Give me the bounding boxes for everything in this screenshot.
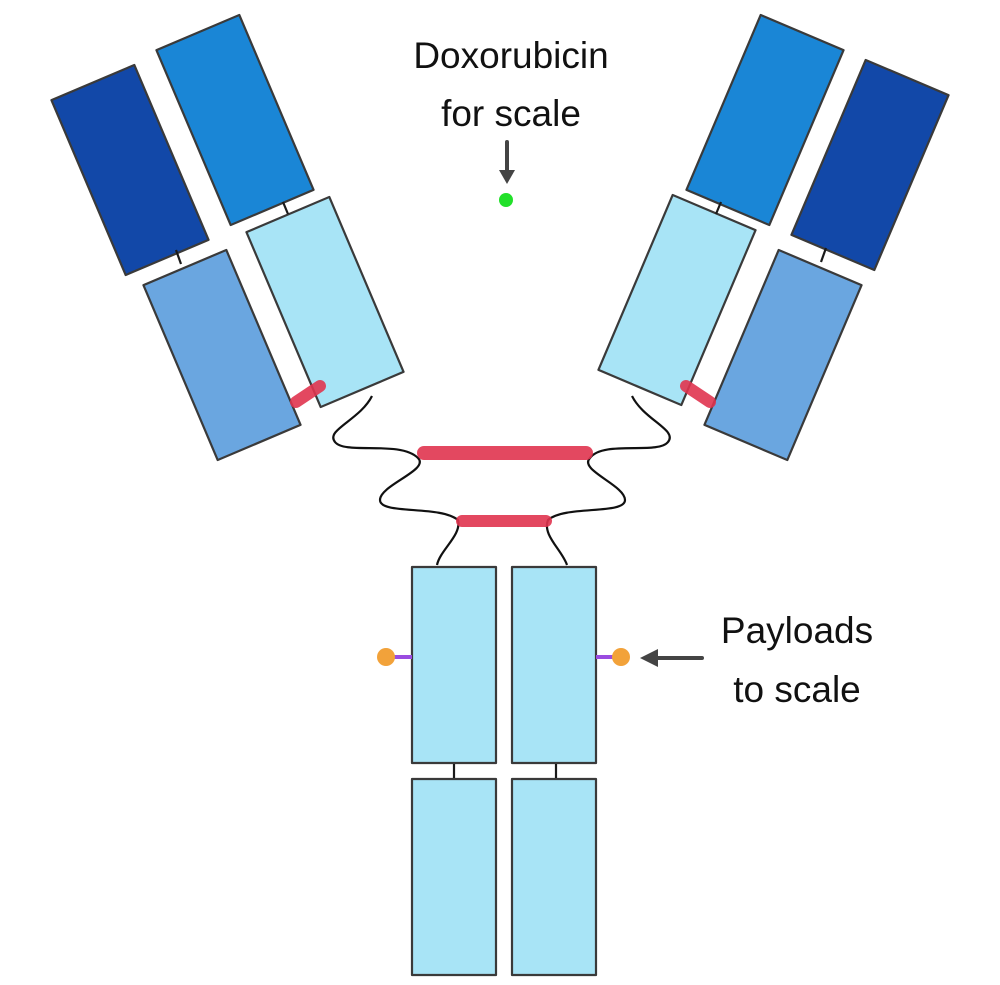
doxorubicin-molecule: [499, 193, 513, 207]
right-heavy-constant-domain: [597, 193, 757, 407]
left-payload: [377, 648, 395, 666]
payload-label-line2: to scale: [733, 669, 861, 710]
left-outer-hinge-strand: [332, 395, 460, 566]
right-outer-hinge-strand: [545, 395, 671, 566]
right-fab-arm: [597, 13, 950, 462]
right-fab-disulfide-bond: [680, 380, 716, 408]
doxorubicin-label-line1: Doxorubicin: [413, 35, 608, 76]
doxorubicin-label-line2: for scale: [441, 93, 581, 134]
left-light-constant-domain: [142, 248, 302, 462]
left-fab-arm: [50, 13, 405, 462]
left-heavy-variable-domain: [155, 13, 315, 227]
left-heavy-chain-link: [281, 201, 290, 215]
payloads: [377, 648, 630, 666]
right-payload: [612, 648, 630, 666]
right-heavy-variable-domain: [685, 13, 845, 227]
right-heavy-chain-link: [714, 201, 723, 215]
fc-left-ch2-domain: [410, 565, 498, 765]
payload-arrow-head: [640, 649, 658, 667]
fc-right-ch2-domain: [510, 565, 598, 765]
right-light-constant-domain: [703, 248, 863, 462]
payload-arrow: [640, 649, 704, 667]
left-light-variable-domain: [50, 63, 210, 277]
fc-right-ch3-domain: [510, 777, 598, 977]
fc-left-ch3-domain: [410, 777, 498, 977]
right-light-chain-link: [819, 247, 828, 263]
left-light-chain-link: [174, 249, 183, 265]
payload-label-line1: Payloads: [721, 610, 873, 651]
hinge-region: [332, 395, 671, 566]
right-light-variable-domain: [790, 58, 950, 272]
left-heavy-constant-domain: [245, 195, 405, 409]
doxorubicin-arrow: [499, 140, 515, 184]
doxorubicin-arrow-head: [499, 170, 515, 184]
left-fab-disulfide-bond: [290, 380, 326, 408]
fc-region: [410, 565, 598, 977]
